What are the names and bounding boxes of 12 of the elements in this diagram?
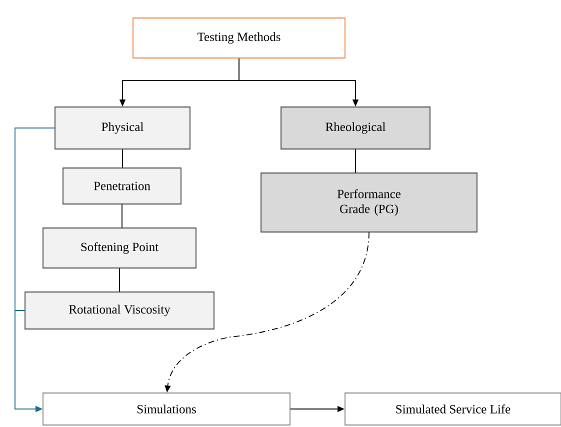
process-box: Simulated Service Life	[344, 392, 561, 426]
process-box: Physical	[54, 106, 190, 150]
process-box: Simulations	[42, 392, 290, 426]
process-box: Penetration	[62, 168, 182, 204]
connector-line	[119, 268, 120, 292]
process-box: Performance Grade (PG)	[260, 172, 478, 232]
process-box: Softening Point	[42, 228, 196, 268]
process-box: Rheological	[280, 106, 430, 150]
connector-line	[122, 149, 123, 168]
process-box: Rotational Viscosity	[24, 292, 214, 330]
connector-line	[355, 149, 356, 173]
process-box: Testing Methods	[132, 18, 346, 58]
